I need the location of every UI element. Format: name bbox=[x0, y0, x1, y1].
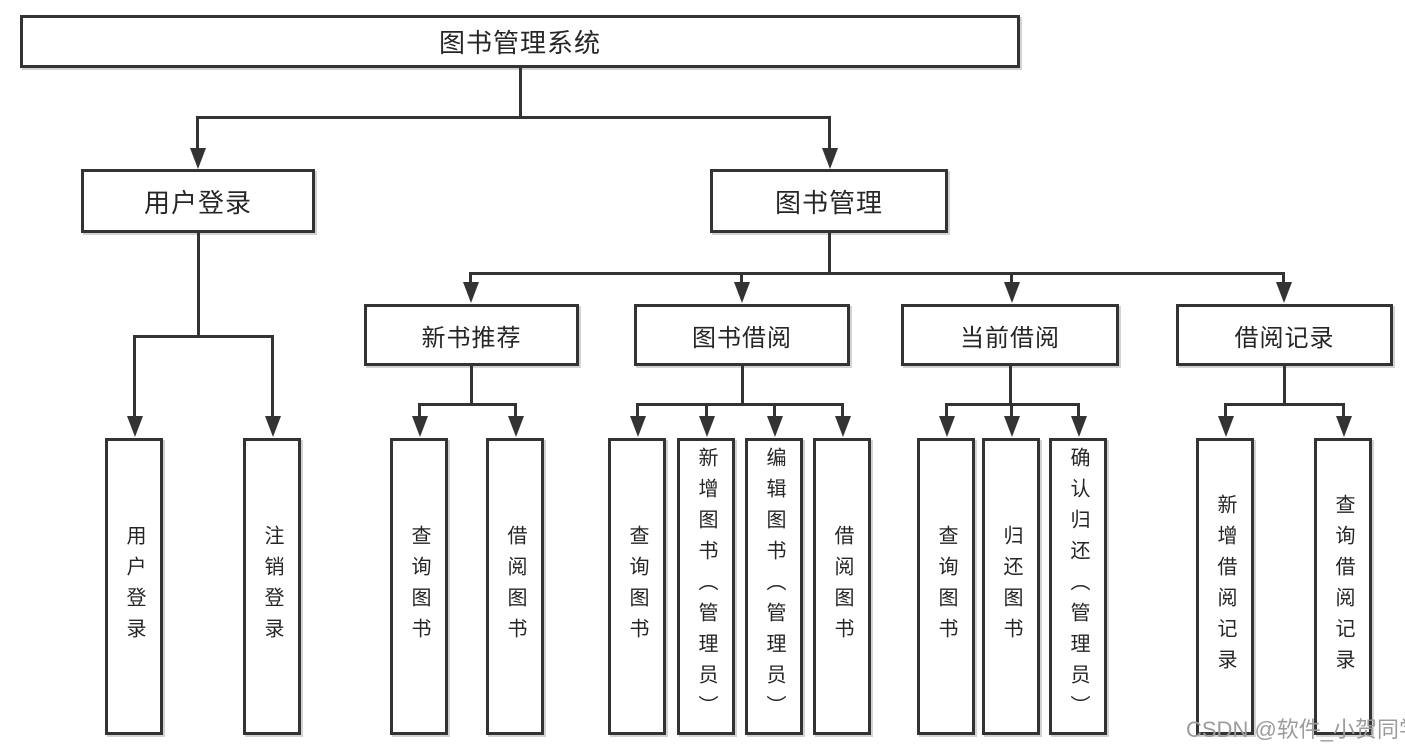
connector-line bbox=[1282, 272, 1285, 283]
connector-line bbox=[197, 233, 200, 337]
arrow-down-icon bbox=[1276, 282, 1292, 303]
connector-line bbox=[828, 116, 831, 149]
node-user-login: 用户登录 bbox=[81, 169, 315, 233]
node-library-system: 图书管理系统 bbox=[20, 15, 1020, 68]
arrow-down-icon bbox=[1218, 416, 1234, 437]
arrow-down-icon bbox=[1071, 416, 1087, 437]
leaf-borrow-books-2: 借阅图书 bbox=[813, 438, 871, 735]
leaf-query-books: 查询图书 bbox=[390, 438, 448, 735]
node-label: 图书管理 bbox=[774, 187, 883, 218]
connector-line bbox=[773, 403, 776, 417]
node-new-book-recommendation: 新书推荐 bbox=[364, 304, 579, 366]
node-label: 新增图书（管理员） bbox=[695, 447, 717, 726]
node-label: 查询图书 bbox=[626, 524, 648, 649]
node-label: 新书推荐 bbox=[421, 324, 522, 352]
arrow-down-icon bbox=[412, 416, 428, 437]
leaf-add-borrow-record: 新增借阅记录 bbox=[1196, 438, 1254, 735]
arrow-down-icon bbox=[699, 416, 715, 437]
node-label: 用户登录 bbox=[123, 524, 145, 649]
leaf-return-books: 归还图书 bbox=[982, 438, 1040, 735]
connector-line bbox=[519, 68, 522, 118]
connector-line bbox=[1010, 272, 1013, 283]
connector-line bbox=[469, 272, 472, 283]
node-label: 借阅图书 bbox=[831, 524, 853, 649]
arrow-down-icon bbox=[835, 416, 851, 437]
connector-rail bbox=[196, 116, 831, 119]
connector-line bbox=[133, 337, 136, 417]
node-label: 借阅记录 bbox=[1234, 324, 1335, 352]
leaf-logout-login: 注销登录 bbox=[243, 438, 301, 735]
arrow-down-icon bbox=[127, 416, 143, 437]
node-label: 当前借阅 bbox=[960, 324, 1060, 352]
connector-line bbox=[705, 403, 708, 417]
arrow-down-icon bbox=[939, 416, 955, 437]
arrow-down-icon bbox=[822, 148, 838, 169]
node-label: 编辑图书（管理员） bbox=[763, 447, 785, 726]
node-book-borrowing: 图书借阅 bbox=[634, 304, 850, 366]
connector-line bbox=[1342, 403, 1345, 417]
arrow-down-icon bbox=[630, 416, 646, 437]
watermark: CSDN @软件_小贺同学 bbox=[1186, 717, 1405, 742]
arrow-down-icon bbox=[1336, 416, 1352, 437]
connector-line bbox=[828, 233, 831, 274]
node-label: 图书借阅 bbox=[692, 324, 792, 352]
arrow-down-icon bbox=[190, 148, 206, 169]
node-label: 查询借阅记录 bbox=[1332, 493, 1354, 680]
connector-line bbox=[1224, 403, 1227, 417]
node-label: 确认归还（管理员） bbox=[1067, 447, 1089, 726]
node-current-borrowing: 当前借阅 bbox=[901, 304, 1119, 366]
connector-line bbox=[1077, 403, 1080, 417]
node-book-management: 图书管理 bbox=[710, 169, 948, 233]
arrow-down-icon bbox=[767, 416, 783, 437]
connector-rail bbox=[636, 403, 844, 406]
leaf-edit-books-admin: 编辑图书（管理员） bbox=[745, 438, 803, 735]
arrow-down-icon bbox=[463, 282, 479, 303]
leaf-query-borrow-record: 查询借阅记录 bbox=[1314, 438, 1372, 735]
connector-line bbox=[945, 403, 948, 417]
node-label: 用户登录 bbox=[143, 187, 252, 218]
leaf-confirm-return-admin: 确认归还（管理员） bbox=[1049, 438, 1107, 735]
leaf-borrow-books: 借阅图书 bbox=[486, 438, 544, 735]
connector-line bbox=[741, 366, 744, 405]
leaf-add-books-admin: 新增图书（管理员） bbox=[677, 438, 735, 735]
connector-line bbox=[1283, 366, 1286, 405]
connector-line bbox=[271, 337, 274, 417]
arrow-down-icon bbox=[734, 282, 750, 303]
connector-rail bbox=[133, 335, 274, 338]
node-label: 新增借阅记录 bbox=[1214, 493, 1236, 680]
node-label: 借阅图书 bbox=[504, 524, 526, 649]
connector-line bbox=[636, 403, 639, 417]
connector-line bbox=[470, 366, 473, 405]
connector-rail bbox=[1224, 403, 1345, 406]
node-borrowing-records: 借阅记录 bbox=[1176, 304, 1393, 366]
connector-line bbox=[418, 403, 421, 417]
connector-rail bbox=[418, 403, 517, 406]
leaf-query-books-3: 查询图书 bbox=[917, 438, 975, 735]
connector-line bbox=[196, 116, 199, 149]
arrow-down-icon bbox=[1004, 282, 1020, 303]
connector-line bbox=[740, 272, 743, 283]
connector-line bbox=[841, 403, 844, 417]
node-label: 归还图书 bbox=[1000, 524, 1022, 649]
arrow-down-icon bbox=[508, 416, 524, 437]
arrow-down-icon bbox=[265, 416, 281, 437]
connector-line bbox=[1010, 403, 1013, 417]
node-label: 查询图书 bbox=[935, 524, 957, 649]
leaf-query-books-2: 查询图书 bbox=[608, 438, 666, 735]
arrow-down-icon bbox=[1004, 416, 1020, 437]
leaf-user-login: 用户登录 bbox=[105, 438, 163, 735]
connector-line bbox=[1009, 366, 1012, 405]
node-label: 查询图书 bbox=[408, 524, 430, 649]
connector-line bbox=[514, 403, 517, 417]
connector-rail bbox=[469, 272, 1285, 275]
node-label: 图书管理系统 bbox=[438, 28, 601, 58]
node-label: 注销登录 bbox=[261, 524, 283, 649]
